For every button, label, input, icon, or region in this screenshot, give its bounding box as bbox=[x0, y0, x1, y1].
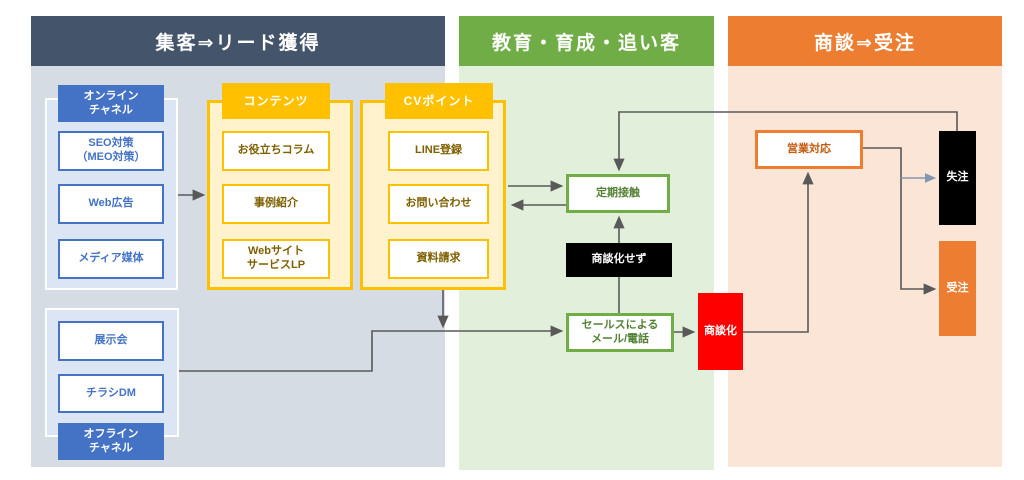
node-regular-contact: 定期接触 bbox=[566, 174, 670, 213]
node-exhibition: 展示会 bbox=[58, 321, 164, 361]
node-case-study: 事例紹介 bbox=[222, 184, 330, 224]
online-channel-label: オンライン チャネル bbox=[58, 85, 164, 122]
node-flyer-dm: チラシDM bbox=[58, 374, 164, 413]
cv-point-group-label: CVポイント bbox=[385, 83, 493, 119]
arrow-conversion-to-sales-response bbox=[743, 171, 814, 333]
arrow-lost-to-regular-contact bbox=[613, 111, 958, 172]
node-web-ad: Web広告 bbox=[58, 184, 164, 224]
node-column-article: お役立ちコラム bbox=[222, 131, 330, 171]
node-document-request: 資料請求 bbox=[388, 239, 489, 279]
node-line-registration: LINE登録 bbox=[388, 131, 489, 171]
node-media: メディア媒体 bbox=[58, 239, 164, 279]
arrow-sales-response-to-won bbox=[863, 147, 937, 295]
arrow-offline-to-sales-contact bbox=[179, 325, 564, 372]
node-lost-order: 失注 bbox=[939, 131, 976, 225]
node-deal-conversion: 商談化 bbox=[698, 293, 743, 370]
node-website-lp: Webサイト サービスLP bbox=[222, 239, 330, 279]
node-sales-response: 営業対応 bbox=[755, 130, 863, 169]
nurture-column-header: 教育・育成・追い客 bbox=[459, 16, 714, 66]
node-no-deal: 商談化せず bbox=[566, 243, 672, 277]
node-won-order: 受注 bbox=[939, 241, 976, 336]
node-seo: SEO対策 （MEO対策） bbox=[58, 131, 164, 171]
node-inquiry: お問い合わせ bbox=[388, 184, 489, 224]
node-sales-contact: セールスによる メール/電話 bbox=[566, 313, 674, 352]
deal-column-header: 商談⇒受注 bbox=[728, 16, 1002, 66]
lead-column-header: 集客⇒リード獲得 bbox=[31, 16, 445, 66]
offline-channel-label: オフライン チャネル bbox=[58, 423, 164, 460]
contents-group-label: コンテンツ bbox=[222, 83, 330, 119]
